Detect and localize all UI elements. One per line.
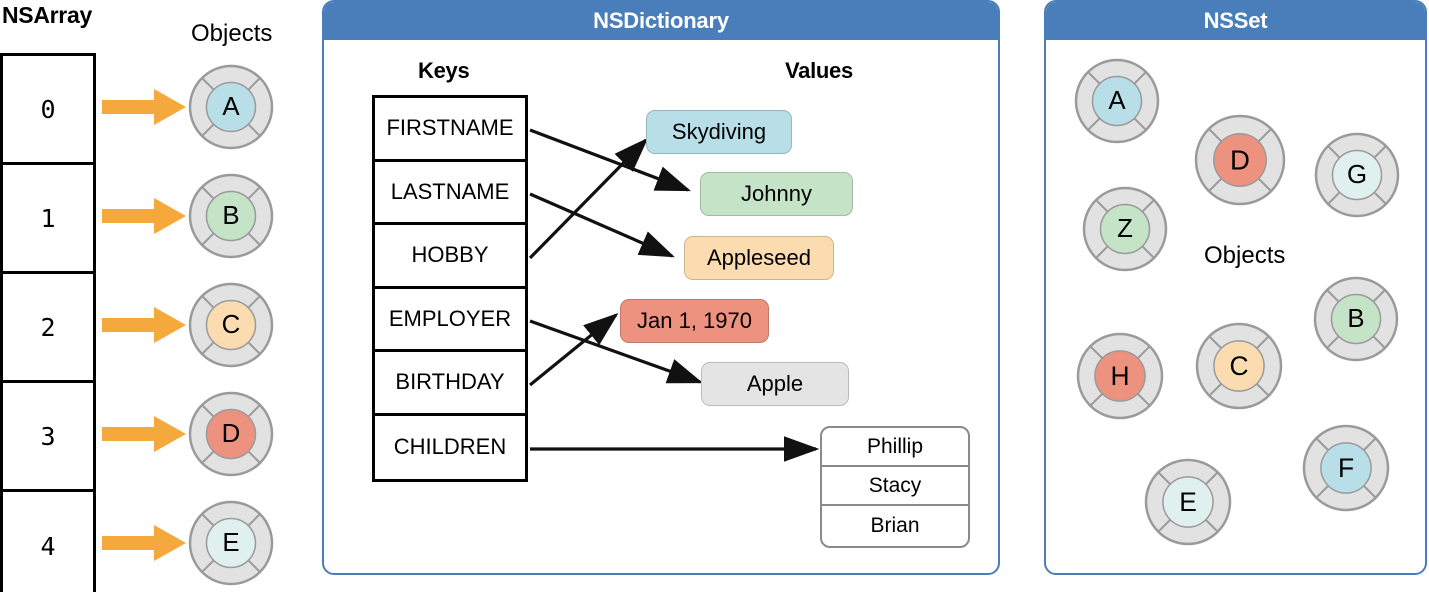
object-glyph-icon: A	[188, 64, 274, 150]
object-glyph-icon: C	[1195, 322, 1283, 410]
value-pill[interactable]: Appleseed	[684, 236, 834, 280]
key-cell[interactable]: HOBBY	[375, 225, 525, 289]
svg-text:B: B	[1347, 305, 1364, 333]
svg-text:B: B	[222, 202, 239, 230]
svg-text:A: A	[1108, 87, 1126, 115]
key-cell[interactable]: LASTNAME	[375, 162, 525, 225]
child-cell[interactable]: Phillip	[822, 428, 968, 467]
nsarray-cell[interactable]: 1	[3, 165, 93, 274]
object-glyph-icon: C	[188, 282, 274, 368]
nsarray-objects-label: Objects	[191, 20, 273, 47]
object-glyph-icon: G	[1314, 132, 1400, 218]
nsarray-title: NSArray	[2, 2, 92, 28]
value-pill[interactable]: Apple	[701, 362, 849, 406]
svg-text:G: G	[1347, 161, 1367, 189]
value-pill[interactable]: Jan 1, 1970	[620, 299, 769, 343]
object-glyph-icon: A	[1074, 58, 1160, 144]
svg-text:D: D	[222, 420, 241, 448]
object-glyph-icon: B	[1313, 276, 1399, 362]
nsarray-object-group: A B C D E	[0, 0, 300, 592]
nsarray-cell[interactable]: 3	[3, 383, 93, 492]
svg-text:C: C	[222, 311, 241, 339]
nsarray-cell[interactable]: 2	[3, 274, 93, 383]
value-pill[interactable]: Skydiving	[646, 110, 792, 154]
value-pill[interactable]: Johnny	[700, 172, 853, 216]
child-cell[interactable]: Brian	[870, 513, 920, 537]
nsset-header: NSSet	[1046, 2, 1425, 40]
object-glyph-icon: D	[1194, 114, 1286, 206]
svg-text:D: D	[1230, 145, 1250, 176]
svg-text:F: F	[1338, 453, 1354, 483]
svg-text:E: E	[222, 529, 239, 557]
object-glyph-icon: H	[1076, 332, 1164, 420]
object-glyph-icon: E	[188, 500, 274, 586]
keys-column-header: Keys	[418, 58, 470, 83]
key-cell[interactable]: FIRSTNAME	[375, 98, 525, 162]
nsarray-cell[interactable]: 0	[3, 56, 93, 165]
object-glyph-icon: Z	[1082, 186, 1168, 272]
children-array-table: Phillip Stacy Brian	[820, 426, 970, 548]
nsset-object-group: A D G Z B H C F E	[1044, 0, 1427, 592]
key-cell[interactable]: BIRTHDAY	[375, 352, 525, 416]
nsdictionary-keys-table: FIRSTNAME LASTNAME HOBBY EMPLOYER BIRTHD…	[372, 95, 528, 482]
object-glyph-icon: D	[188, 391, 274, 477]
object-glyph-icon: B	[188, 173, 274, 259]
nsset-objects-label: Objects	[1204, 242, 1286, 269]
svg-text:E: E	[1179, 487, 1197, 517]
nsdictionary-header: NSDictionary	[324, 2, 998, 40]
svg-text:Z: Z	[1117, 215, 1133, 243]
svg-text:H: H	[1110, 361, 1129, 391]
nsarray-index-table: 0 1 2 3 4	[0, 53, 96, 592]
values-column-header: Values	[785, 58, 853, 83]
object-glyph-icon: F	[1302, 424, 1390, 512]
key-cell[interactable]: EMPLOYER	[375, 289, 525, 352]
svg-text:C: C	[1229, 351, 1248, 381]
child-cell[interactable]: Stacy	[822, 467, 968, 506]
object-glyph-icon: E	[1144, 458, 1232, 546]
nsarray-cell[interactable]: 4	[40, 532, 56, 561]
svg-text:A: A	[222, 93, 240, 121]
key-cell[interactable]: CHILDREN	[393, 434, 507, 460]
